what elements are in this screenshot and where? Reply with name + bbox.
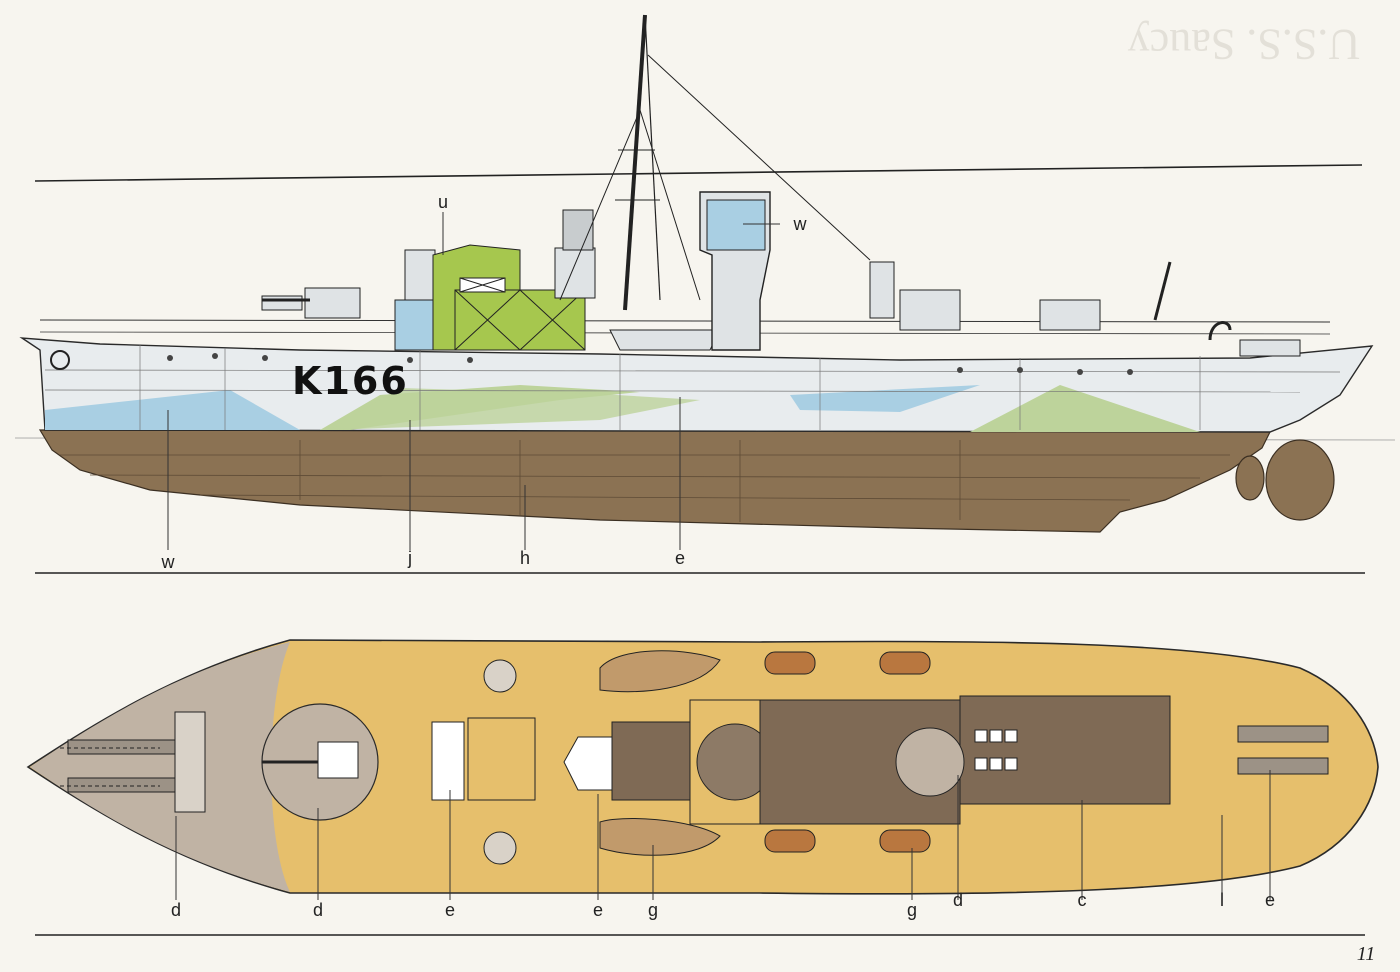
aft-deckhouse	[1039, 299, 1101, 331]
label-g1: g	[648, 900, 658, 920]
forward-gun-mount	[317, 741, 359, 779]
mast	[559, 14, 871, 311]
propeller	[1235, 455, 1265, 501]
lifeboat-starboard	[599, 818, 721, 856]
camo-blue-bow	[45, 390, 300, 430]
label-w-top: w	[793, 214, 808, 234]
aft-pompom	[899, 289, 961, 331]
hawse-icon	[50, 350, 70, 370]
camo-green-stern	[970, 385, 1200, 432]
hull-seams	[44, 345, 1341, 430]
lifeboat-port	[599, 650, 721, 693]
winch-port	[483, 659, 517, 693]
depth-charge-rails	[1239, 339, 1301, 357]
hull-number: K166	[292, 359, 409, 403]
side-view: K166	[14, 14, 1396, 572]
label-d3: d	[953, 890, 963, 910]
label-w: w	[161, 552, 176, 572]
portholes	[167, 353, 1133, 375]
aft-deckhouse-plan	[959, 695, 1171, 805]
watermark-title: U.S.S. Saucy	[1128, 20, 1360, 69]
label-d1: d	[171, 900, 181, 920]
label-c: c	[1078, 890, 1087, 910]
camo-green-main	[330, 388, 700, 430]
label-d2: d	[313, 900, 323, 920]
carley-floats	[764, 651, 931, 853]
bridge-tower	[404, 249, 436, 301]
label-e: e	[675, 548, 685, 568]
label-j: j	[407, 548, 412, 568]
page-number: 11	[1357, 943, 1376, 965]
bridge-plan	[431, 721, 465, 801]
stern-vent	[1208, 321, 1232, 341]
forecastle-deck	[30, 642, 290, 892]
label-e3: e	[1265, 890, 1275, 910]
depth-charge-rails-plan	[1237, 725, 1329, 775]
pompom-platform	[895, 727, 965, 797]
hull-planking	[60, 440, 1230, 522]
aft-bridge-top	[562, 209, 594, 251]
winch-starboard	[483, 831, 517, 865]
depth-charge-davit	[1153, 261, 1172, 321]
label-g2: g	[907, 900, 917, 920]
label-h: h	[520, 548, 530, 568]
underwater-hull	[38, 429, 1271, 533]
label-l: l	[1220, 890, 1224, 910]
plan-view: d d e e g g d c l e	[26, 639, 1379, 920]
rule-top	[34, 164, 1363, 182]
bridge-scaffold	[454, 277, 586, 351]
label-e1: e	[445, 900, 455, 920]
label-e2: e	[593, 900, 603, 920]
funnel-top	[706, 199, 766, 251]
forward-gun	[261, 287, 361, 319]
label-u: u	[438, 192, 448, 212]
wheelhouse-plan	[467, 717, 536, 801]
anchor-windlass	[60, 711, 206, 813]
aft-bridge	[554, 247, 596, 299]
side-lifeboat	[609, 329, 721, 351]
deck-rail	[39, 319, 1331, 323]
bridge-deckhouse	[611, 721, 691, 801]
aft-mast-house	[869, 261, 895, 319]
rudder	[1265, 439, 1335, 521]
ammo-lockers	[974, 729, 1018, 771]
